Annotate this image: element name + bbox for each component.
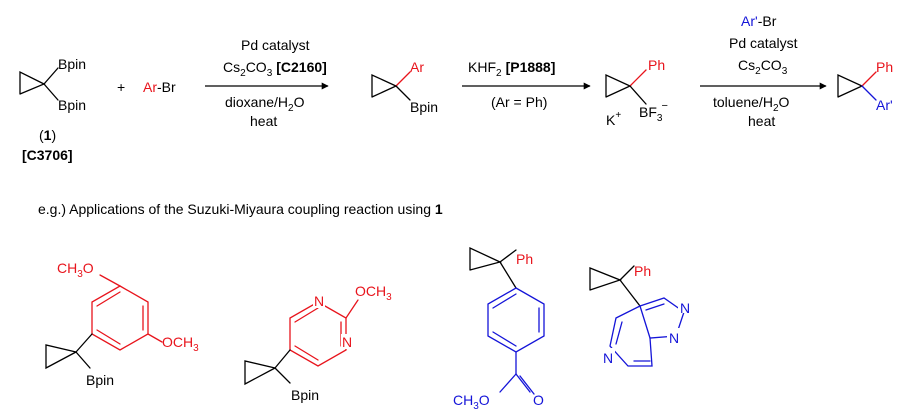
- step-3-coupling-partner: Ar'-Br: [741, 13, 777, 29]
- examples-heading: e.g.) Applications of the Suzuki-Miyaura…: [38, 201, 443, 217]
- product-diaryl-cyclopropane: Ph Ar': [837, 59, 893, 113]
- step-1-solvent: dioxane/H2O: [225, 94, 305, 114]
- intermediate-2-bf3: BF3−: [639, 100, 668, 124]
- compound-1: Bpin Bpin (1) [C3706]: [19, 56, 86, 163]
- example-1-bpin: Bpin: [86, 372, 114, 388]
- step-1-catalyst: Pd catalyst: [241, 37, 310, 53]
- aryl-bromide: Ar-Br: [143, 79, 176, 95]
- intermediate-1-ar: Ar: [410, 59, 424, 75]
- intermediate-2-potassium: K+: [606, 110, 621, 128]
- step-3-solvent: toluene/H2O: [713, 94, 790, 114]
- step-1-base: Cs2CO3[C2160]: [223, 59, 327, 79]
- example-4-nitrogen-pyrazole-top: N: [680, 300, 690, 316]
- product-ar-prime: Ar': [876, 97, 893, 113]
- step-3-conditions: Ar'-Br Pd catalyst Cs2CO3 toluene/H2O he…: [700, 13, 827, 129]
- compound-1-code: [C3706]: [22, 147, 73, 163]
- example-4-pyrazolopyrimidine: Ph N N N: [589, 263, 691, 367]
- intermediate-aryl-bpin: Ar Bpin: [371, 59, 438, 115]
- step-2-conditions: KHF2[P1888] (Ar = Ph): [462, 59, 591, 110]
- example-1-methoxy-top: CH3O: [57, 260, 94, 280]
- example-2-nitrogen-3: N: [342, 334, 352, 350]
- example-4-ph: Ph: [634, 263, 651, 279]
- intermediate-trifluoroborate: Ph K+ BF3−: [605, 57, 668, 128]
- step-2-note: (Ar = Ph): [491, 94, 547, 110]
- example-2-methoxypyrimidine: N N OCH3 Bpin: [244, 283, 392, 403]
- example-2-bpin: Bpin: [291, 387, 319, 403]
- example-3-methoxy: CH3O: [453, 392, 490, 412]
- example-4-nitrogen-bridgehead: N: [669, 330, 679, 346]
- example-1-methoxy-right: OCH3: [162, 334, 199, 354]
- compound-1-number: (1): [39, 127, 56, 143]
- example-4-nitrogen-pyrimidine: N: [603, 350, 613, 366]
- intermediate-2-ph: Ph: [648, 57, 665, 73]
- step-2-reagent: KHF2[P1888]: [468, 59, 555, 79]
- example-3-ph: Ph: [516, 251, 533, 267]
- intermediate-1-bpin: Bpin: [410, 99, 438, 115]
- example-1-dimethoxyphenyl: CH3O OCH3 Bpin: [45, 260, 199, 388]
- compound-1-bpin-top: Bpin: [58, 56, 86, 72]
- example-3-carbonyl-oxygen: O: [533, 392, 544, 408]
- step-3-heat: heat: [748, 113, 775, 129]
- step-1-heat: heat: [250, 113, 277, 129]
- example-2-methoxy: OCH3: [355, 283, 392, 303]
- product-ph: Ph: [876, 59, 893, 75]
- step-3-catalyst: Pd catalyst: [729, 35, 798, 51]
- example-3-methyl-benzoate: Ph CH3O O: [453, 246, 545, 412]
- plus-sign: +: [117, 79, 125, 95]
- compound-1-bpin-bottom: Bpin: [58, 97, 86, 113]
- step-1-conditions: Pd catalyst Cs2CO3[C2160] dioxane/H2O he…: [205, 37, 329, 129]
- step-3-base: Cs2CO3: [738, 57, 788, 77]
- example-2-nitrogen-1: N: [314, 293, 324, 309]
